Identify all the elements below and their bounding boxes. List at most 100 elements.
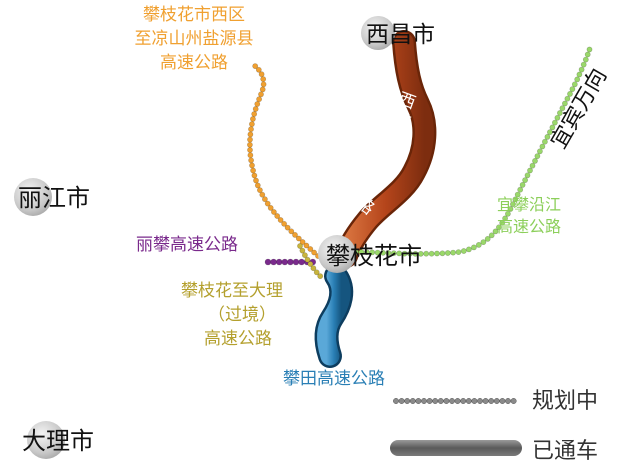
legend-planned-symbol bbox=[393, 398, 517, 404]
legend-planned-label: 规划中 bbox=[532, 389, 598, 414]
route-bead bbox=[274, 213, 281, 219]
route-bead bbox=[586, 46, 593, 53]
route-bead bbox=[574, 76, 581, 83]
route-label-char: 攀 bbox=[390, 109, 413, 134]
route-bead bbox=[287, 258, 294, 266]
route-bead bbox=[576, 71, 583, 78]
route-bead bbox=[249, 162, 255, 169]
route-bead bbox=[281, 220, 287, 227]
route-bead bbox=[537, 148, 543, 155]
legend-bead bbox=[421, 398, 427, 404]
route-bead bbox=[264, 258, 272, 266]
route-bead bbox=[584, 51, 591, 58]
route-bead bbox=[311, 249, 317, 256]
route-bead bbox=[251, 172, 258, 179]
route-bead bbox=[582, 56, 589, 63]
route-bead bbox=[571, 81, 578, 88]
route-bead bbox=[396, 250, 403, 257]
pantian-expressway-fill bbox=[317, 266, 351, 366]
city-marker-panzhihua bbox=[318, 235, 356, 273]
legend-bead bbox=[488, 398, 495, 404]
route-bead bbox=[557, 110, 563, 116]
route-bead bbox=[510, 201, 516, 208]
route-bead bbox=[470, 244, 477, 251]
route-bead bbox=[313, 269, 320, 276]
route-bead bbox=[559, 105, 566, 112]
route-bead bbox=[542, 138, 548, 145]
route-bead bbox=[527, 167, 533, 174]
legend-bead bbox=[465, 398, 472, 404]
legend-bead bbox=[437, 398, 444, 404]
city-label-xichang: 西昌市 bbox=[366, 22, 435, 48]
route-bead bbox=[260, 76, 267, 82]
route-bead bbox=[390, 250, 397, 257]
legend-bead bbox=[393, 398, 399, 404]
route-bead bbox=[255, 66, 262, 73]
route-bead bbox=[288, 228, 295, 235]
planned-routes bbox=[246, 46, 593, 279]
route-label-char: 高 bbox=[384, 129, 407, 154]
route-bead bbox=[247, 136, 253, 143]
route-bead bbox=[495, 224, 502, 231]
route-label-line: 至凉山州盐源县 bbox=[135, 29, 254, 49]
route-label-char: 西 bbox=[395, 89, 418, 114]
legend-bead bbox=[409, 398, 416, 404]
route-bead bbox=[465, 246, 472, 253]
city-label-dali: 大理市 bbox=[22, 427, 94, 455]
legend-bead bbox=[415, 398, 422, 404]
legend-open-symbol bbox=[390, 440, 522, 456]
route-bead bbox=[423, 250, 430, 257]
route-label-char: 速 bbox=[375, 150, 399, 176]
legend: 规划中 已通车 bbox=[390, 389, 598, 464]
route-bead bbox=[369, 249, 376, 256]
route-bead bbox=[524, 172, 531, 179]
route-bead bbox=[502, 215, 508, 222]
route-bead bbox=[259, 191, 266, 198]
route-bead bbox=[532, 157, 538, 164]
route-bead bbox=[304, 256, 311, 263]
route-bead bbox=[554, 114, 561, 121]
route-bead bbox=[417, 250, 424, 257]
route-bead bbox=[250, 167, 256, 174]
route-bead bbox=[385, 250, 392, 256]
route-bead bbox=[547, 129, 553, 136]
route-bead bbox=[256, 96, 262, 103]
route-bead bbox=[488, 232, 495, 239]
route-bead bbox=[310, 265, 317, 272]
route-bead bbox=[428, 250, 435, 257]
route-bead bbox=[295, 235, 302, 242]
route-bead bbox=[580, 61, 587, 68]
route-label-yipan: 宜攀沿江 高速公路 bbox=[497, 195, 561, 236]
legend-bead bbox=[510, 398, 517, 404]
route-bead bbox=[303, 242, 310, 249]
route-label-line: 高速公路 bbox=[160, 53, 228, 73]
route-bead bbox=[307, 261, 314, 267]
route-label-lipan: 丽攀高速公路 bbox=[136, 235, 238, 255]
route-label-line: 高速公路 bbox=[497, 217, 561, 236]
city-label-lijiang: 丽江市 bbox=[18, 184, 90, 212]
route-bead bbox=[358, 249, 365, 255]
xipan-expressway-fill bbox=[336, 32, 434, 266]
route-bead bbox=[247, 147, 253, 153]
route-bead bbox=[552, 119, 558, 126]
route-label-pantian: 攀田高速公路 bbox=[283, 369, 385, 389]
route-label-line: 攀枝花至大理 bbox=[181, 281, 283, 301]
city-label-panzhihua: 攀枝花市 bbox=[326, 242, 422, 270]
route-bead bbox=[562, 100, 568, 107]
route-bead bbox=[460, 248, 467, 254]
route-bead bbox=[260, 81, 267, 88]
pan-dali-route bbox=[297, 243, 324, 279]
route-bead bbox=[301, 252, 308, 259]
route-bead bbox=[564, 95, 571, 102]
route-bead bbox=[254, 101, 261, 107]
city-marker-dali bbox=[27, 421, 65, 459]
route-bead bbox=[569, 86, 576, 92]
route-bead bbox=[578, 66, 585, 73]
route-bead bbox=[253, 177, 259, 184]
route-bead bbox=[539, 143, 546, 150]
route-bead bbox=[264, 200, 271, 207]
route-bead bbox=[248, 121, 255, 127]
route-bead bbox=[261, 196, 268, 203]
route-bead bbox=[249, 116, 256, 122]
